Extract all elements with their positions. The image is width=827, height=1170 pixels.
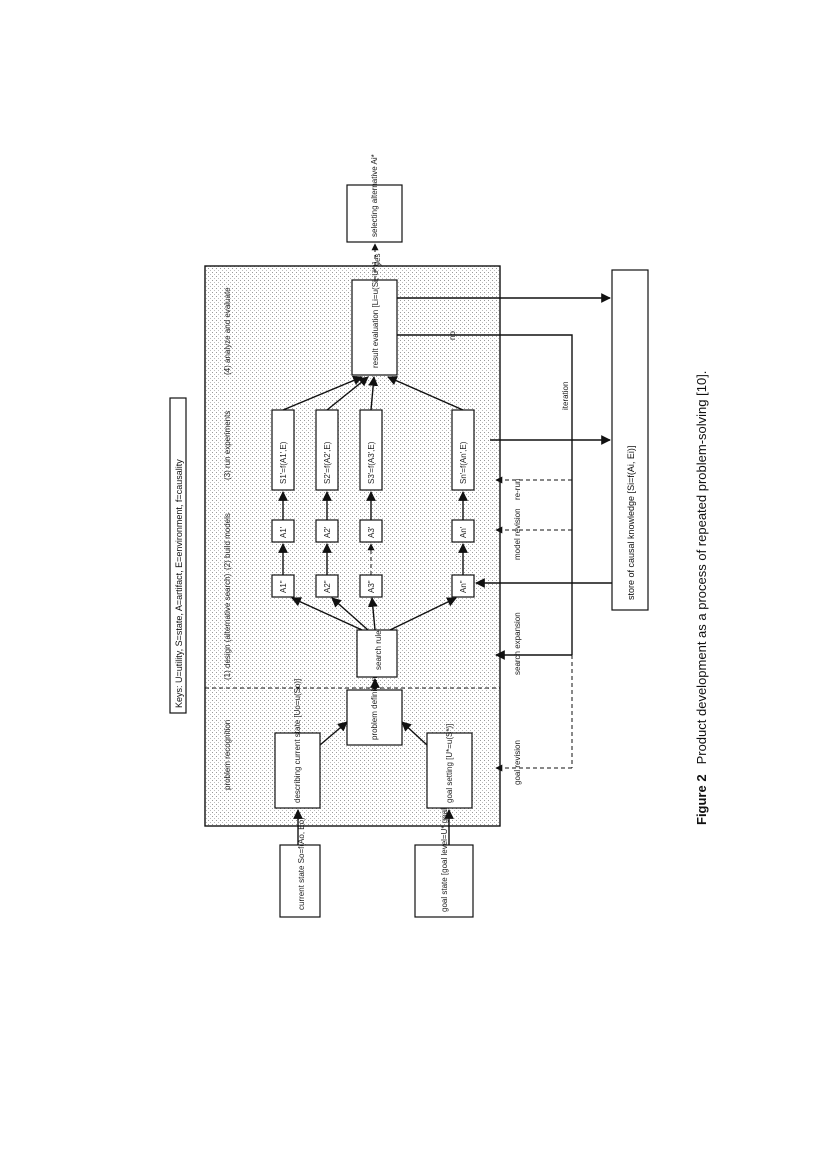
svg-text:goal setting [U*=u(S*)]: goal setting [U*=u(S*)]: [445, 724, 454, 803]
svg-text:store of causal knowledge [Si=: store of causal knowledge [Si=f(Ai, Ei)]: [626, 446, 636, 600]
label-goal-revision: goal revision: [513, 740, 522, 785]
svg-text:A3": A3": [367, 580, 376, 593]
label-yes: yes: [373, 254, 382, 266]
arrow-sn-eval: [387, 376, 464, 411]
problem-definition-box: problem definition [Uo-U*]: [346, 648, 403, 746]
arrow-search-to-a1: [291, 597, 363, 631]
svg-text:An": An": [459, 580, 468, 593]
svg-text:search rule: search rule: [374, 630, 383, 670]
svg-text:problem definition [Uo-U*]: problem definition [Uo-U*]: [370, 648, 379, 740]
current-state-input: current state So=f(Ao, Eo): [279, 817, 321, 918]
label-no: no: [448, 331, 457, 340]
keys-box: Keys: U=utility, S=state, A=artifact, E=…: [169, 397, 187, 714]
svg-text:S1'=f(A1',E): S1'=f(A1',E): [279, 441, 288, 484]
arrow-s3-eval: [368, 376, 379, 411]
svg-text:goal state [goal level=U* goal: goal state [goal level=U* goal state=S*]: [440, 773, 449, 912]
result-evaluation-box: result evaluation [Li=u(Si, U*)]: [351, 262, 398, 376]
svg-text:S2'=f(A2',E): S2'=f(A2',E): [323, 441, 332, 484]
label-model-revision: model revision: [513, 508, 522, 560]
alternative-row-n: An" An' Sn'=f(An',E): [451, 409, 475, 598]
svg-text:selecting alternative Ai*: selecting alternative Ai*: [370, 154, 379, 237]
arrow-describing-to-definition: [319, 721, 348, 746]
svg-text:current state So=f(Ao, Eo): current state So=f(Ao, Eo): [297, 817, 306, 910]
svg-text:A1': A1': [279, 526, 288, 538]
label-rerun: re-run: [513, 479, 522, 500]
search-rule-box: search rule: [356, 629, 398, 678]
svg-text:A2': A2': [323, 526, 332, 538]
arrow-s2-eval: [326, 376, 369, 411]
phase-analyze: (4) analyze and evaluate: [223, 287, 232, 375]
arrow-s1-eval: [282, 375, 363, 411]
svg-text:A1": A1": [279, 580, 288, 593]
iteration-loop: [397, 334, 573, 655]
goal-state-input: goal state [goal level=U* goal state=S*]: [414, 773, 474, 918]
arrow-search-to-a2: [331, 597, 369, 631]
svg-text:Sn'=f(An',E): Sn'=f(An',E): [459, 441, 468, 484]
arrow-search-to-a3: [367, 597, 378, 631]
alternative-row-1: A1" A1' S1'=f(A1',E): [271, 409, 295, 598]
describing-box: describing current state [Uo=u(So)]: [274, 679, 321, 809]
label-search-expansion: search expansion: [513, 612, 522, 675]
arrow-search-to-an: [389, 597, 457, 631]
keys-text: Keys: U=utility, S=state, A=artifact, E=…: [174, 459, 184, 708]
svg-text:describing current state [Uo=u: describing current state [Uo=u(So)]: [293, 679, 302, 803]
svg-text:result evaluation [Li=u(Si, U*: result evaluation [Li=u(Si, U*)]: [371, 262, 380, 368]
figure-caption-text: Product development as a process of repe…: [694, 370, 709, 765]
svg-text:An': An': [459, 526, 468, 538]
phase-design: (1) design (alternative search): [223, 573, 232, 680]
svg-text:A3': A3': [367, 526, 376, 538]
alternative-row-3: A3" A3' S3'=f(A3',E): [359, 409, 383, 598]
svg-text:A2": A2": [323, 580, 332, 593]
phase-build: (2) build models: [223, 513, 232, 570]
alternative-row-2: A2" A2' S2'=f(A2',E): [315, 409, 339, 598]
svg-text:S3'=f(A3',E): S3'=f(A3',E): [367, 441, 376, 484]
phase-problem-recognition: problem recognition: [223, 720, 232, 790]
phase-run: (3) run experiments: [223, 411, 232, 480]
figure-label: Figure 2: [694, 774, 709, 825]
selecting-box: selecting alternative Ai*: [346, 154, 403, 243]
figure-caption: Figure 2 Product development as a process…: [694, 371, 709, 825]
label-iteration: iteration: [561, 382, 570, 410]
arrow-setting-to-definition: [401, 721, 428, 746]
store-box: store of causal knowledge [Si=f(Ai, Ei)]: [611, 269, 649, 611]
goal-setting-box: goal setting [U*=u(S*)]: [426, 724, 473, 809]
